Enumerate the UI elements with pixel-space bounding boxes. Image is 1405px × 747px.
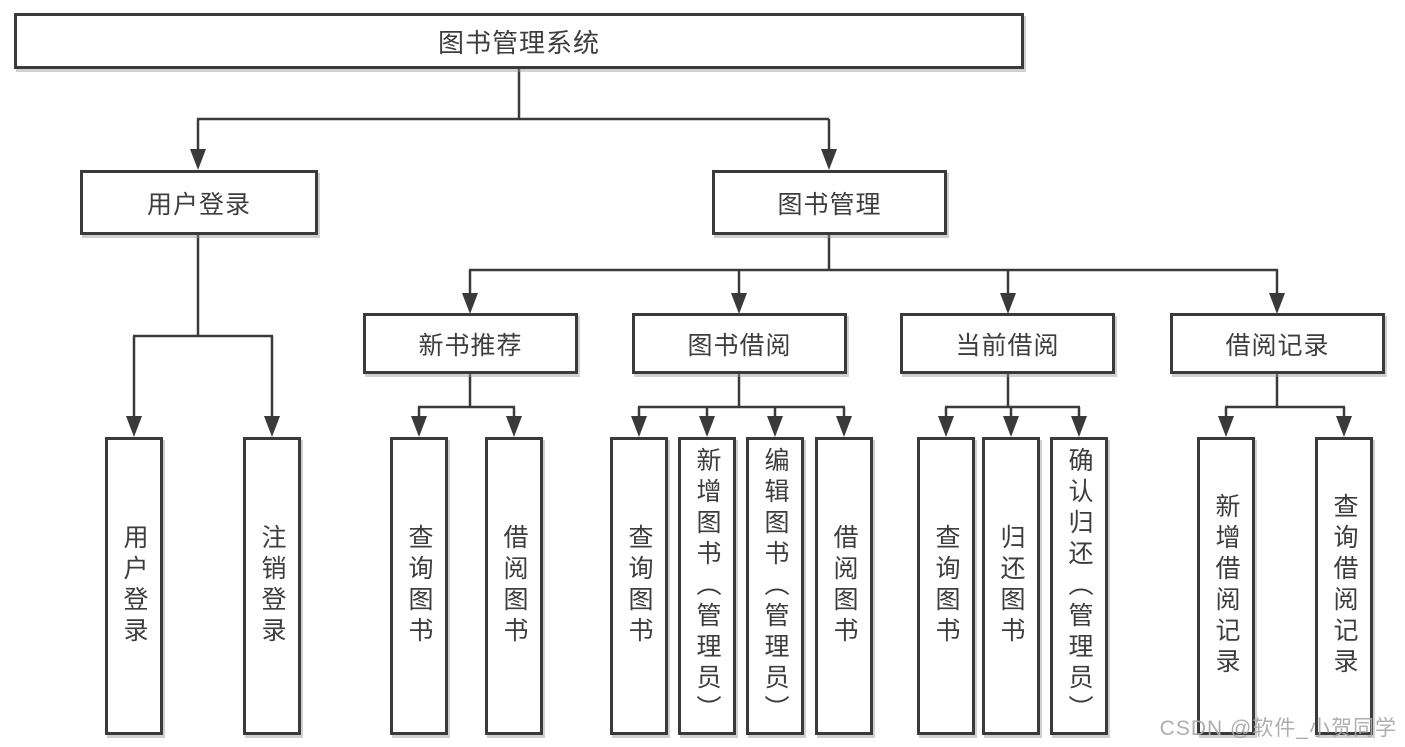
node-new-book-recommendation: 新书推荐 (363, 313, 578, 374)
leaf-query-books-borrowing: 查询图书 (610, 437, 668, 735)
leaf-logout: 注销登录 (243, 437, 301, 735)
node-book-borrowing: 图书借阅 (632, 313, 847, 374)
node-current-borrowing: 当前借阅 (900, 313, 1115, 374)
node-library-management-system: 图书管理系统 (14, 13, 1024, 69)
leaf-borrow-books-recommend: 借阅图书 (485, 437, 543, 735)
leaf-add-borrow-record: 新增借阅记录 (1197, 437, 1255, 735)
leaf-add-book-admin: 新增图书（管理员） (678, 437, 736, 735)
leaf-query-books-recommend: 查询图书 (390, 437, 448, 735)
node-book-management: 图书管理 (712, 170, 947, 235)
leaf-borrow-books-borrowing: 借阅图书 (815, 437, 873, 735)
leaf-query-books-current: 查询图书 (917, 437, 975, 735)
watermark: CSDN @软件_小贺同学 (1159, 717, 1397, 740)
leaf-return-books: 归还图书 (982, 437, 1040, 735)
node-user-login: 用户登录 (80, 170, 318, 235)
leaf-edit-book-admin: 编辑图书（管理员） (746, 437, 804, 735)
node-borrowing-records: 借阅记录 (1170, 313, 1385, 374)
arrowhead-icons (126, 149, 1352, 437)
leaf-confirm-return-admin: 确认归还（管理员） (1050, 437, 1108, 735)
leaf-query-borrow-record: 查询借阅记录 (1315, 437, 1373, 735)
leaf-user-login: 用户登录 (105, 437, 163, 735)
